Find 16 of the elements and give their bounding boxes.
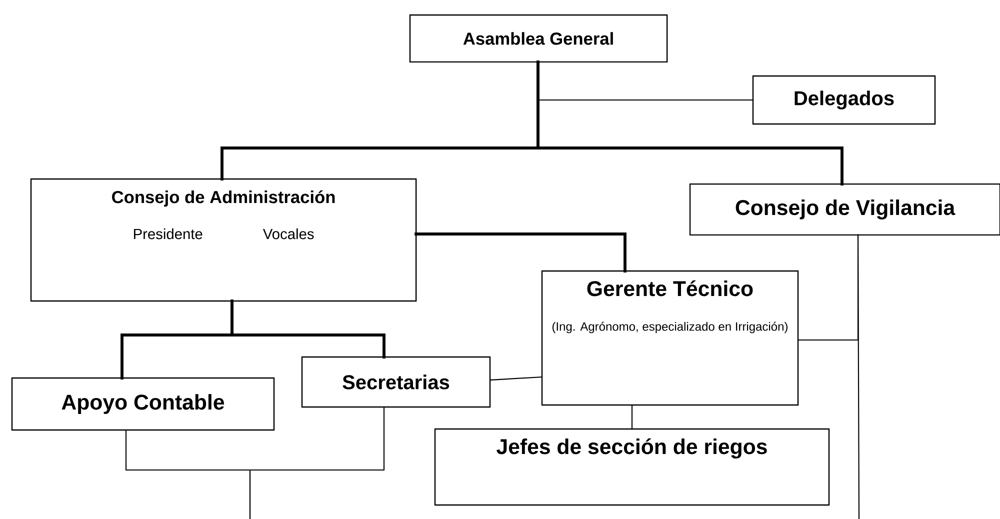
org-box: Secretarias — [301, 356, 491, 408]
connector-line — [230, 300, 386, 358]
org-box: Consejo de Vigilancia — [689, 183, 1000, 236]
connector-line — [537, 61, 754, 101]
connector-line — [249, 406, 385, 519]
connector-line — [536, 60, 844, 186]
org-box: Asamblea General — [409, 14, 668, 63]
org-box: Apoyo Contable — [11, 377, 275, 431]
org-box: Gerente Técnico (Ing. Agrónomo, especializado en Irrigación) — [541, 270, 799, 406]
org-box: Consejo de Administración Presidente Vocales — [30, 178, 417, 302]
org-box: Jefes de sección de riegos — [434, 428, 830, 506]
connector-line — [414, 232, 626, 272]
connector-line — [857, 234, 860, 519]
connector-line — [631, 404, 633, 430]
connector-line — [489, 376, 543, 381]
org-box: Delegados — [752, 75, 936, 125]
